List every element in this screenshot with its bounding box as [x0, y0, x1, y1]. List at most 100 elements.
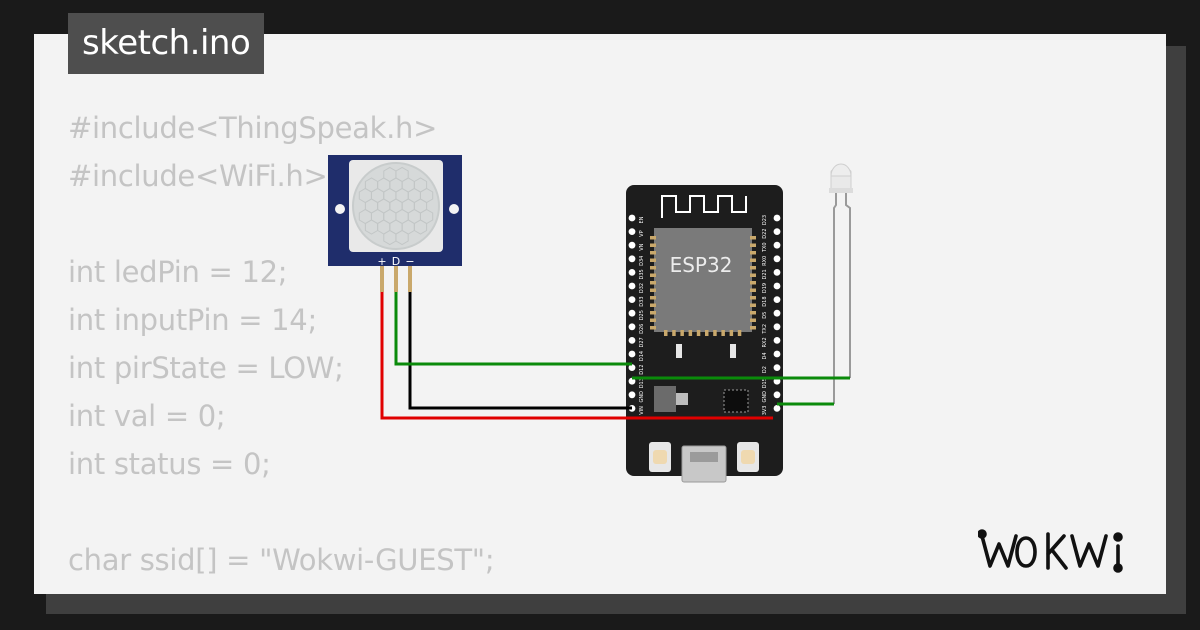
smd-part — [730, 344, 736, 358]
esp-pin-label: GND — [639, 391, 645, 403]
lens-cell — [413, 219, 428, 235]
esp-pin-d33[interactable] — [628, 296, 636, 303]
module-pad — [696, 330, 701, 336]
esp-pin-d34[interactable] — [628, 255, 636, 263]
code-listing: #include<ThingSpeak.h>#include<WiFi.h>in… — [68, 104, 495, 594]
module-pad — [750, 251, 756, 255]
esp-pin-label: D12 — [639, 364, 645, 374]
module-pad — [650, 243, 656, 247]
module-pad — [750, 266, 756, 270]
module-pad — [750, 273, 756, 277]
esp-pin-d21[interactable] — [773, 269, 781, 276]
code-line: int val = 0; — [68, 399, 226, 433]
esp-pin-vn[interactable] — [628, 241, 636, 249]
esp-pin-label: TX0 — [762, 242, 768, 253]
esp-pin-d23[interactable] — [773, 214, 781, 222]
usb-uart-chip — [723, 389, 749, 413]
usb-connector — [681, 445, 727, 483]
usb-port — [690, 452, 718, 462]
esp-pin-gnd[interactable] — [628, 391, 636, 399]
regulator-tab — [676, 393, 688, 405]
esp-pin-label: D25 — [639, 310, 645, 320]
esp-pin-d2[interactable] — [773, 364, 781, 371]
led[interactable] — [829, 163, 853, 404]
esp-pin-d12[interactable] — [628, 364, 636, 371]
mount-hole — [449, 204, 459, 214]
module-pad — [750, 236, 756, 240]
antenna-trace — [661, 195, 747, 218]
esp-pin-label: D21 — [762, 269, 768, 279]
pir-lens — [352, 162, 440, 250]
esp-pin-gnd[interactable] — [773, 391, 781, 399]
esp-pin-label: D26 — [639, 324, 645, 334]
ground-wire — [408, 292, 632, 410]
esp-pin-label: D4 — [762, 352, 768, 359]
module-pad — [750, 296, 756, 300]
esp-pin-d32[interactable] — [628, 282, 636, 290]
module-pad — [650, 303, 656, 307]
esp-pin-label: D19 — [762, 283, 768, 293]
module-pad — [750, 243, 756, 247]
esp-pin-d25[interactable] — [628, 309, 636, 317]
esp-pin-tx2[interactable] — [773, 323, 781, 331]
code-line: int pirState = LOW; — [68, 351, 344, 385]
esp-pin-d35[interactable] — [628, 269, 636, 276]
pir-pin-label: + — [377, 255, 386, 268]
sketch-filename-tab[interactable]: sketch.ino — [68, 13, 265, 74]
module-pad — [729, 330, 734, 336]
esp-pin-label: D22 — [762, 228, 768, 238]
wokwi-logo — [978, 529, 1123, 573]
code-line: int ledPin = 12; — [68, 255, 288, 289]
lens-cells — [358, 166, 434, 246]
led-dome — [830, 163, 852, 177]
module-pad — [750, 303, 756, 307]
esp-pin-rx2[interactable] — [773, 337, 781, 344]
code-line: int inputPin = 14; — [68, 303, 317, 337]
module-pad — [650, 258, 656, 262]
esp-pin-d18[interactable] — [773, 296, 781, 303]
module-pad — [664, 330, 668, 336]
esp-pin-tx0[interactable] — [773, 241, 781, 249]
board-label: ESP32 — [670, 253, 733, 277]
esp-pin-label: D33 — [639, 296, 645, 306]
esp-pin-3v3[interactable] — [773, 405, 781, 412]
esp-pin-d4[interactable] — [773, 350, 781, 358]
esp-pin-label: D18 — [762, 296, 768, 306]
esp32-board[interactable]: ESP32 ENVPVND34D35D32D33D25D26D27D14D12D… — [626, 185, 783, 483]
esp-pin-label: D23 — [762, 215, 768, 225]
module-pad — [705, 330, 709, 336]
module-pad — [650, 296, 656, 300]
pir-pin-gnd — [408, 266, 412, 292]
esp-pin-rx0[interactable] — [773, 255, 781, 263]
en-button[interactable] — [741, 450, 755, 464]
module-pad — [650, 326, 656, 330]
esp-right-header: D23D22TX0RX0D21D19D18D5TX2RX2D4D2D15GND3… — [762, 214, 781, 416]
esp-pin-vp[interactable] — [628, 228, 636, 236]
esp-pin-label: 3V3 — [762, 406, 768, 416]
esp-pin-label: D5 — [762, 312, 768, 319]
esp-pin-d27[interactable] — [628, 337, 636, 344]
smd-part — [676, 344, 682, 358]
module-pad — [713, 330, 717, 336]
esp-pin-label: GND — [762, 391, 768, 403]
module-pad — [680, 330, 684, 336]
voltage-regulator — [654, 386, 676, 412]
esp-pin-d19[interactable] — [773, 282, 781, 290]
esp-pin-d14[interactable] — [628, 350, 636, 358]
esp-pin-label: EN — [639, 216, 645, 223]
module-pad — [737, 330, 742, 336]
module-pad — [688, 330, 693, 336]
esp-pin-label: RX2 — [762, 337, 768, 347]
mount-hole — [335, 204, 345, 214]
led-rim — [829, 188, 853, 193]
boot-button[interactable] — [653, 450, 667, 464]
esp-pin-d5[interactable] — [773, 309, 781, 317]
pir-motion-sensor[interactable]: + D − — [328, 155, 462, 292]
power-wire — [380, 292, 773, 420]
esp-pin-en[interactable] — [628, 214, 636, 222]
esp-pin-label: D27 — [639, 337, 645, 347]
esp-pin-d22[interactable] — [773, 228, 781, 236]
esp-pin-d26[interactable] — [628, 323, 636, 331]
module-pad — [650, 266, 656, 270]
